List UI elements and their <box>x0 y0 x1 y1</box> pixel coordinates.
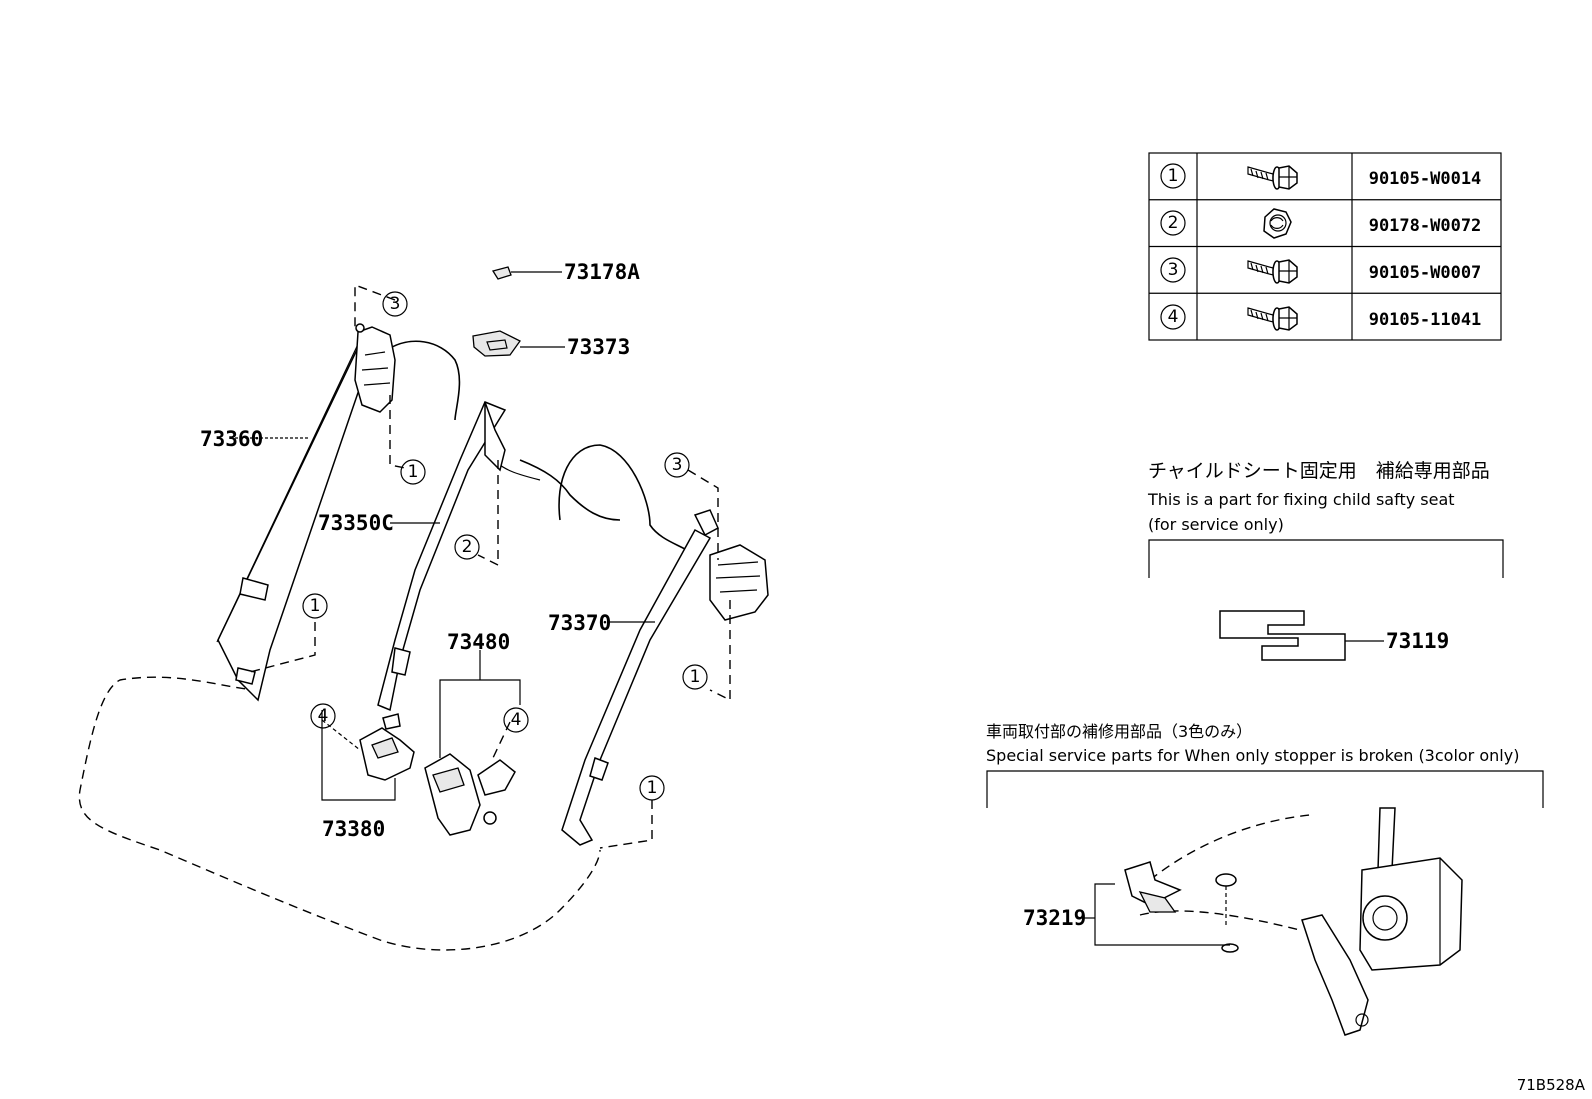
part-73360-left-outer-belt[interactable]: 73360 <box>200 323 396 702</box>
callout-circle <box>1160 257 1186 283</box>
part-73380-buckle[interactable]: 73380 <box>321 710 415 841</box>
part-number: 90105-W0014 <box>1369 169 1482 189</box>
svg-text:4: 4 <box>318 706 329 726</box>
leader-line <box>439 679 521 758</box>
callout-3-right: 3 <box>664 452 690 478</box>
leader-line <box>1094 883 1230 946</box>
part-label: 73360 <box>200 427 263 451</box>
flange-bolt-icon <box>1247 165 1298 190</box>
part-73370-right-outer-belt[interactable]: 73370 <box>548 509 769 846</box>
fastener-table: 1 90105-W0014 2 90178-W0072 3 <box>1148 152 1502 341</box>
note-japanese: 車両取付部の補修用部品（3色のみ） <box>986 722 1252 741</box>
svg-text:2: 2 <box>462 537 473 557</box>
callout-4-left-buckle: 4 <box>310 703 336 729</box>
bolt-location-lines <box>249 283 731 849</box>
part-73178a[interactable]: 73178A <box>491 260 640 284</box>
table-row[interactable]: 2 90178-W0072 <box>1160 208 1482 239</box>
svg-text:4: 4 <box>511 710 522 730</box>
svg-text:3: 3 <box>672 455 683 475</box>
part-label: 73373 <box>567 335 630 359</box>
part-label: 73350C <box>318 511 394 535</box>
callout-1-right-lower: 1 <box>639 775 665 801</box>
part-number: 90105-11041 <box>1369 310 1482 330</box>
svg-text:1: 1 <box>647 778 658 798</box>
svg-text:1: 1 <box>310 596 321 616</box>
part-label: 73178A <box>564 260 640 284</box>
part-label: 73370 <box>548 611 611 635</box>
note-japanese: チャイルドシート固定用 補給専用部品 <box>1148 460 1490 482</box>
part-73480-buckle[interactable]: 73480 <box>424 630 521 836</box>
callout-2-center: 2 <box>454 534 480 560</box>
flange-bolt-icon <box>1247 259 1298 284</box>
callout-4-right-buckle: 4 <box>503 707 529 733</box>
rear-seat-outline <box>78 340 691 951</box>
flange-nut-icon <box>1263 208 1292 239</box>
part-label: 73219 <box>1023 906 1086 930</box>
stopper-note: 車両取付部の補修用部品（3色のみ） Special service parts … <box>986 722 1544 808</box>
callout-1-left-lower: 1 <box>302 593 328 619</box>
table-ref-number: 3 <box>1168 260 1179 280</box>
callout-circle <box>1160 163 1186 189</box>
part-73350c-center-belt[interactable]: 73350C <box>318 401 507 712</box>
illustration-ref: 71B528A <box>1517 1076 1586 1094</box>
svg-text:1: 1 <box>408 462 419 482</box>
part-label: 73380 <box>322 817 385 841</box>
part-73119-isofix-cover[interactable]: 73119 <box>1219 610 1449 661</box>
callout-circle <box>1160 304 1186 330</box>
part-73373[interactable]: 73373 <box>472 330 630 359</box>
part-number: 90178-W0072 <box>1369 216 1482 236</box>
table-row[interactable]: 1 90105-W0014 <box>1160 163 1482 190</box>
table-row[interactable]: 4 90105-11041 <box>1160 304 1482 331</box>
callout-1-left-upper: 1 <box>400 459 426 485</box>
child-seat-note: チャイルドシート固定用 補給専用部品 This is a part for fi… <box>1147 460 1504 578</box>
table-ref-number: 2 <box>1168 213 1179 233</box>
svg-text:3: 3 <box>390 294 401 314</box>
flange-bolt-icon <box>1247 306 1298 331</box>
leader-line <box>321 710 396 801</box>
note-english: Special service parts for When only stop… <box>986 746 1519 765</box>
callout-circle <box>1160 210 1186 236</box>
table-ref-number: 4 <box>1168 307 1179 327</box>
svg-text:1: 1 <box>690 667 701 687</box>
table-row[interactable]: 3 90105-W0007 <box>1160 257 1482 284</box>
callout-3-upper-left: 3 <box>382 291 408 317</box>
callout-1-right-upper: 1 <box>682 664 708 690</box>
note-english-sub: (for service only) <box>1148 515 1284 534</box>
part-number: 90105-W0007 <box>1369 263 1482 283</box>
table-ref-number: 1 <box>1168 166 1179 186</box>
part-label: 73480 <box>447 630 510 654</box>
part-label: 73119 <box>1386 629 1449 653</box>
note-english: This is a part for fixing child safty se… <box>1147 490 1455 509</box>
part-73219-stopper-detail[interactable]: 73219 <box>1023 807 1463 1036</box>
